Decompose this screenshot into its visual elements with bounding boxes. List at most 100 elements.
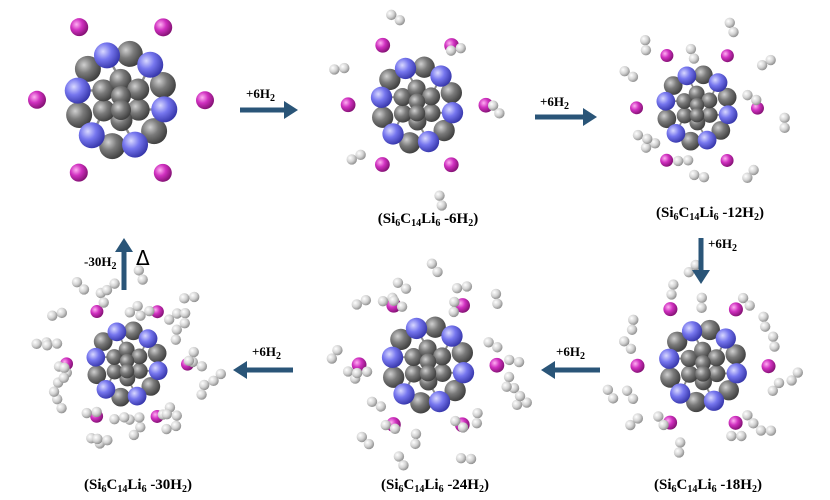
arrow-head: [115, 238, 133, 252]
silicon-atom: [428, 390, 451, 413]
hydrogen-atom: [179, 293, 190, 304]
carbon-atom: [393, 104, 412, 123]
arrow-head: [284, 101, 298, 119]
carbon-atom: [372, 106, 394, 128]
carbon-atom: [680, 365, 699, 383]
hydrogen-atom: [521, 397, 532, 408]
hydrogen-atom: [188, 291, 200, 303]
arrow-head: [233, 361, 247, 379]
hydrogen-atom: [455, 453, 467, 464]
hydrogen-atom: [501, 381, 512, 392]
hydrogen-atom: [461, 281, 473, 292]
hydrogen-atom: [503, 371, 515, 383]
carbon-atom: [444, 379, 466, 402]
silicon-atom: [441, 102, 464, 124]
silicon-atom: [64, 77, 91, 104]
carbon-atom: [404, 364, 423, 383]
carbon-atom: [725, 344, 746, 365]
lithium-atom: [720, 49, 734, 63]
hydrogen-atom: [602, 384, 614, 396]
hydrogen-atom: [392, 277, 404, 288]
hydrogen-atom: [171, 410, 182, 421]
hydrogen-atom: [465, 453, 477, 465]
carbon-atom: [718, 380, 739, 401]
lithium-atom: [154, 18, 173, 37]
hydrogen-atom: [388, 295, 400, 306]
lithium-atom: [630, 358, 645, 373]
lithium-atom: [28, 90, 47, 109]
carbon-atom: [707, 349, 726, 367]
hydrogen-atom: [396, 301, 408, 312]
hydrogen-atom: [737, 292, 749, 304]
cluster-s1: [329, 9, 505, 211]
carbon-atom: [147, 343, 167, 363]
hydrogen-atom: [675, 437, 686, 448]
hydrogen-atom: [658, 419, 669, 431]
silicon-atom: [86, 347, 106, 367]
hydrogen-atom: [78, 284, 90, 295]
hydrogen-atom: [436, 200, 447, 211]
silicon-atom: [381, 346, 404, 368]
carbon-atom: [399, 132, 421, 154]
lithium-atom: [375, 37, 391, 53]
silicon-atom: [405, 317, 428, 340]
hydrogen-atom: [767, 385, 778, 397]
hydrogen-atom: [179, 317, 190, 329]
hydrogen-atom: [161, 408, 173, 420]
silicon-atom: [93, 42, 120, 69]
cluster-s4: [326, 258, 532, 471]
hydrogen-atom: [135, 310, 146, 321]
carbon-atom: [708, 364, 726, 383]
hydrogen-atom: [742, 410, 753, 421]
hydrogen-atom: [91, 406, 102, 418]
hydrogen-atom: [690, 259, 701, 271]
hydrogen-atom: [351, 299, 362, 310]
carbon-atom: [111, 86, 131, 106]
silicon-atom: [703, 390, 725, 411]
arrow-head: [541, 361, 555, 379]
hydrogen-atom: [361, 366, 373, 377]
silicon-atom: [151, 96, 178, 123]
hydrogen-atom: [389, 423, 401, 434]
silicon-atom: [138, 329, 158, 348]
lithium-atom: [489, 357, 505, 373]
hydrogen-atom: [742, 89, 753, 101]
hydrogen-atom: [366, 396, 378, 408]
carbon-atom: [419, 353, 437, 370]
hydrogen-atom: [666, 289, 677, 300]
hydrogen-atom: [504, 354, 515, 366]
hydrogen-atom: [751, 94, 762, 106]
carbon-atom: [711, 121, 731, 140]
hydrogen-atom: [759, 321, 771, 332]
hydrogen-atom: [755, 425, 767, 436]
hydrogen-atom: [490, 288, 502, 300]
hydrogen-atom: [215, 368, 227, 380]
hydrogen-atom: [455, 43, 466, 54]
hydrogen-atom: [767, 331, 779, 342]
hydrogen-atom: [92, 433, 103, 445]
hydrogen-atom: [179, 307, 191, 319]
silicon-atom: [670, 383, 691, 404]
hydrogen-atom: [351, 367, 363, 379]
carbon-atom: [695, 355, 711, 371]
hydrogen-atom: [683, 267, 695, 278]
hydrogen-atom: [393, 451, 405, 462]
arrow-label-a2: +6H2: [540, 94, 570, 112]
lithium-atom: [630, 101, 644, 115]
cluster-s3: [602, 259, 804, 458]
carbon-atom: [119, 364, 135, 379]
hydrogen-atom: [161, 423, 172, 435]
lithium-atom: [70, 18, 89, 37]
reaction-arrow-a5: [233, 361, 293, 379]
carbon-atom: [141, 118, 168, 145]
silicon-atom: [78, 122, 105, 149]
hydrogen-atom: [628, 314, 639, 326]
lithium-atom: [728, 415, 743, 430]
hydrogen-atom: [621, 385, 633, 396]
lithium-atom: [443, 157, 459, 173]
silicon-atom: [718, 105, 738, 125]
carbon-atom: [408, 93, 426, 110]
carbon-atom: [93, 332, 113, 351]
hydrogen-atom: [696, 292, 708, 304]
hydrogen-atom: [742, 172, 753, 183]
